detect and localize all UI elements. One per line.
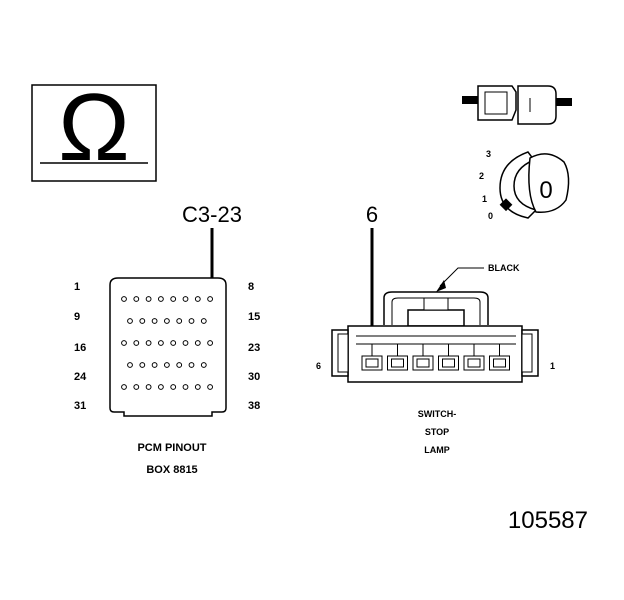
pcm-pin: [170, 384, 177, 390]
pcm-row-label-right: 30: [248, 371, 260, 383]
pcm-pin: [182, 340, 189, 346]
dial-position-1: 1: [482, 194, 487, 204]
pcm-row-label-left: 31: [74, 400, 86, 412]
pcm-pin: [194, 340, 201, 346]
pcm-pin: [164, 318, 170, 324]
ohmmeter-symbol: Ω: [31, 74, 157, 182]
pcm-pin: [170, 296, 177, 302]
pcm-pin: [139, 318, 146, 324]
pcm-pin: [133, 340, 140, 346]
pcm-row-label-right: 15: [248, 311, 260, 323]
dial-position-0: 0: [488, 211, 493, 221]
pcm-pin: [194, 296, 201, 302]
pcm-pin: [127, 318, 133, 324]
switch-terminal-cavity: [442, 358, 455, 368]
pcm-row-label-right: 23: [248, 342, 260, 354]
wire-color-label: BLACK: [488, 263, 520, 273]
switch-title-line2: STOP: [425, 427, 449, 437]
pcm-pin: [207, 296, 214, 302]
pcm-row-label-left: 9: [74, 311, 80, 323]
pcm-pin: [151, 318, 158, 324]
switch-pin-label-right: 1: [550, 361, 555, 371]
pcm-pin: [182, 384, 189, 390]
pcm-pin: [158, 296, 164, 302]
switch-terminal-cavity: [493, 358, 506, 368]
pcm-pin: [188, 362, 195, 368]
switch-title-line3: LAMP: [424, 445, 450, 455]
pcm-pin: [133, 296, 140, 302]
pcm-pin: [145, 340, 152, 346]
pcm-pin: [133, 384, 140, 390]
pcm-pin: [188, 318, 195, 324]
switch-terminal-cavity: [365, 358, 379, 368]
ohm-icon: Ω: [58, 74, 130, 181]
pcm-pin: [151, 362, 158, 368]
pcm-row-label-right: 8: [248, 281, 254, 293]
pcm-pin: [145, 296, 152, 302]
pcm-row-label-left: 1: [74, 281, 80, 293]
pcm-pin: [182, 296, 189, 302]
pcm-connector: C3-23 1 9 16 24 31 8 15 23 30 38 PCM PIN…: [74, 202, 260, 476]
dial-graphic: 3 2 1 0 0: [479, 149, 570, 221]
pcm-pin: [200, 362, 207, 368]
pcm-pin: [127, 362, 133, 368]
stop-lamp-switch-connector: 6 BLACK 6 1 SWITCH- STOP LAMP: [316, 202, 555, 455]
switch-position-graphic: [462, 85, 572, 125]
pcm-row-label-left: 24: [74, 371, 87, 383]
pcm-title-line1: PCM PINOUT: [137, 442, 206, 454]
switch-terminal-row: [361, 344, 510, 371]
switch-pin-label-left: 6: [316, 361, 321, 371]
switch-terminal-cavity: [391, 358, 404, 368]
pcm-pin-array: [121, 296, 214, 390]
pcm-pin: [194, 384, 201, 390]
switch-title-line1: SWITCH-: [418, 409, 457, 419]
pcm-pin: [164, 362, 170, 368]
pcm-pin: [176, 318, 183, 324]
pcm-pin: [158, 340, 164, 346]
switch-callout: 6: [366, 202, 378, 227]
pcm-pin: [121, 296, 127, 302]
switch-terminal-cavity: [416, 358, 430, 368]
pcm-pin: [121, 340, 127, 346]
dial-position-3: 3: [486, 149, 491, 159]
pcm-pin: [170, 340, 177, 346]
dial-position-2: 2: [479, 171, 484, 181]
pcm-pin: [145, 384, 152, 390]
pcm-callout: C3-23: [182, 202, 242, 227]
pcm-title-line2: BOX 8815: [146, 464, 197, 476]
pcm-pin: [139, 362, 146, 368]
pcm-pin: [176, 362, 183, 368]
pcm-row-label-right: 38: [248, 400, 260, 412]
pcm-pin: [121, 384, 127, 390]
switch-terminal-cavity: [467, 358, 481, 368]
pcm-pin: [207, 384, 214, 390]
figure-number: 105587: [508, 507, 588, 534]
pcm-pin: [158, 384, 164, 390]
pcm-row-label-left: 16: [74, 342, 86, 354]
dial-knob-value: 0: [539, 177, 552, 204]
pcm-pin: [200, 318, 207, 324]
pcm-pin: [207, 340, 214, 346]
